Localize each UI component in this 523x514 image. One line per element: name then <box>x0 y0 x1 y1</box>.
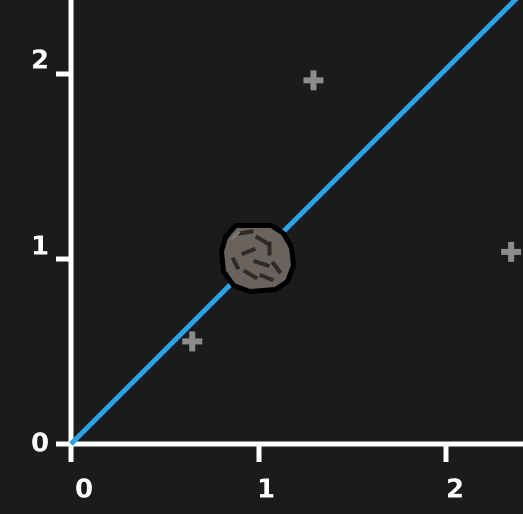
rock-icon[interactable] <box>219 223 296 294</box>
plus-marker-icon <box>501 241 522 262</box>
y-tick-label-0: 0 <box>31 429 49 459</box>
axes: 0 1 2 0 1 2 <box>31 0 523 505</box>
y-tick-label-2: 2 <box>31 46 49 76</box>
x-tick-label-2: 2 <box>446 475 464 505</box>
markers <box>182 70 522 352</box>
trajectory-line <box>69 0 519 446</box>
x-tick-label-0: 0 <box>75 475 93 505</box>
plus-marker-icon <box>182 331 203 352</box>
plus-marker-icon <box>303 70 324 91</box>
y-tick-label-1: 1 <box>31 232 49 262</box>
x-tick-label-1: 1 <box>257 475 275 505</box>
